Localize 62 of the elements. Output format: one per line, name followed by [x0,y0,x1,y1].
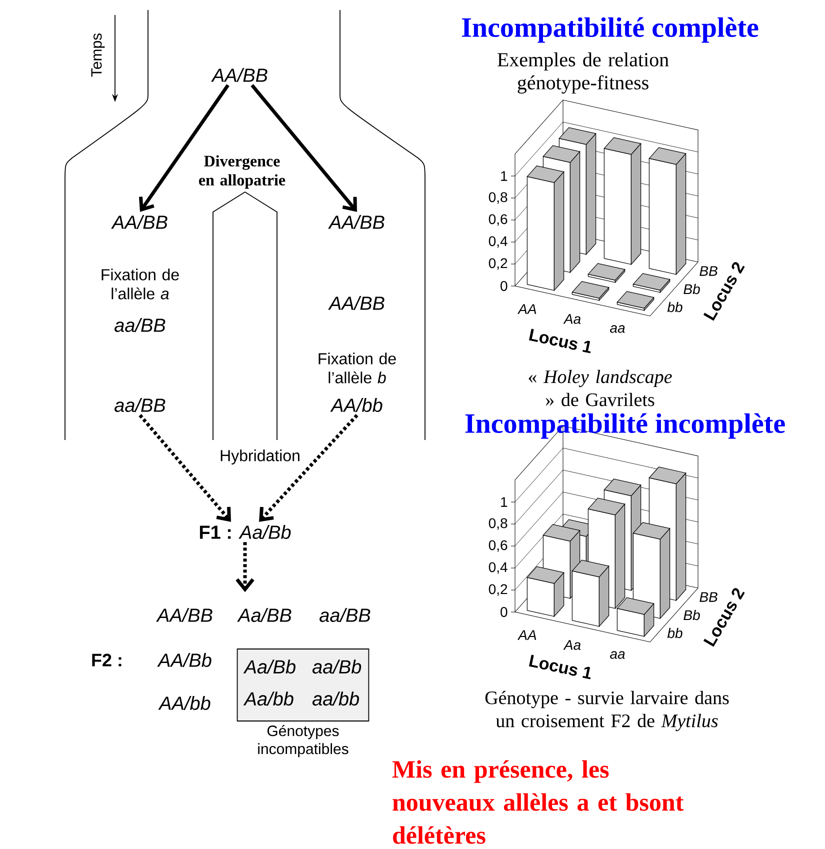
genotype-label: AA/bb [158,696,210,710]
chart-caption: « Holey landscape » de Gavrilets [528,370,672,406]
axis-category-label: Aa [563,640,581,650]
axis-category-label: BB [700,592,718,602]
axis-tick-label: 0,6 [488,540,508,552]
axis-title: Locus 1 [529,328,591,354]
axis-tick-label: 1 [501,171,508,181]
process-label: Divergence en allopatrie [199,155,286,189]
genotype-label: AA/BB [156,608,212,622]
axis-category-label: AA [517,630,536,640]
axis-category-label: Bb [684,610,700,620]
genotype-label: AA/bb [330,398,382,412]
axis-tick-label: 0,2 [488,258,508,270]
genotype-label: aa/BB [320,608,370,622]
axis-category-label: Bb [684,284,700,294]
genotype-label: Aa/BB [237,608,292,622]
conclusion-text: Mis en présence, les nouveaux allèles a et bsont délétères [392,760,684,844]
chart-caption: Génotype - survie larvaire dans un croisement F2 de Mytilus [485,690,729,732]
box-caption: Génotypes incompatibles [258,725,348,758]
axis-category-label: AA [517,304,536,314]
annotation: Fixation de l’allèle b [318,352,396,384]
axis-category-label: aa [610,651,625,659]
axis-tick-label: 0 [500,281,508,291]
axis-tick-label: 0,8 [488,518,508,530]
axis-label: Temps [91,33,105,77]
arrow [138,414,231,522]
axis-tick-label: 0,4 [488,236,508,248]
axis-tick-label: 0 [500,607,508,617]
node-label: aa/bb [312,692,360,706]
node-label: aa/Bb [312,660,362,674]
axis-tick-label: 1 [501,497,508,507]
axis-category-label: Aa [563,314,581,324]
arrow [250,84,357,212]
genotype-label: F1 : Aa/Bb [200,525,291,539]
genotype-label: aa/BB [114,398,166,412]
section-title: Incompatibilité complète [462,17,758,43]
generation-label: F2 : [92,654,122,666]
genotype-label: AA/BB [328,296,384,310]
arrow [259,414,358,522]
node-label: Aa/Bb [243,660,296,674]
axis-tick-label: 0,8 [488,192,508,204]
genotype-label: AA/BB [211,68,268,82]
arrow [236,542,254,592]
axis-category-label: BB [700,266,718,276]
axis-category-label: bb [667,302,682,312]
genotype-label: AA/Bb [157,653,212,667]
axis-tick-label: 0,2 [488,584,508,596]
axis-category-label: aa [610,325,625,333]
genotype-label: AA/BB [328,215,384,229]
axis-tick-label: 0,4 [488,562,508,574]
incompatible-genotypes-box: Aa/Bb aa/Bb Aa/bb aa/bb [236,648,370,722]
axis-title: Locus 1 [529,654,591,680]
axis-tick-label: 0,6 [488,214,508,226]
arrow [138,84,230,212]
chart-heading: Exemples de relation génotype-fitness [498,52,669,94]
genotype-label: aa/BB [114,318,166,332]
annotation: Hybridation [220,450,300,464]
annotation: Fixation de l’allèle a [102,268,179,300]
genotype-label: AA/BB [111,215,168,229]
node-label: Aa/bb [243,692,294,706]
axis-category-label: bb [667,628,682,638]
section-title: Incompatibilité incomplète [465,413,785,439]
